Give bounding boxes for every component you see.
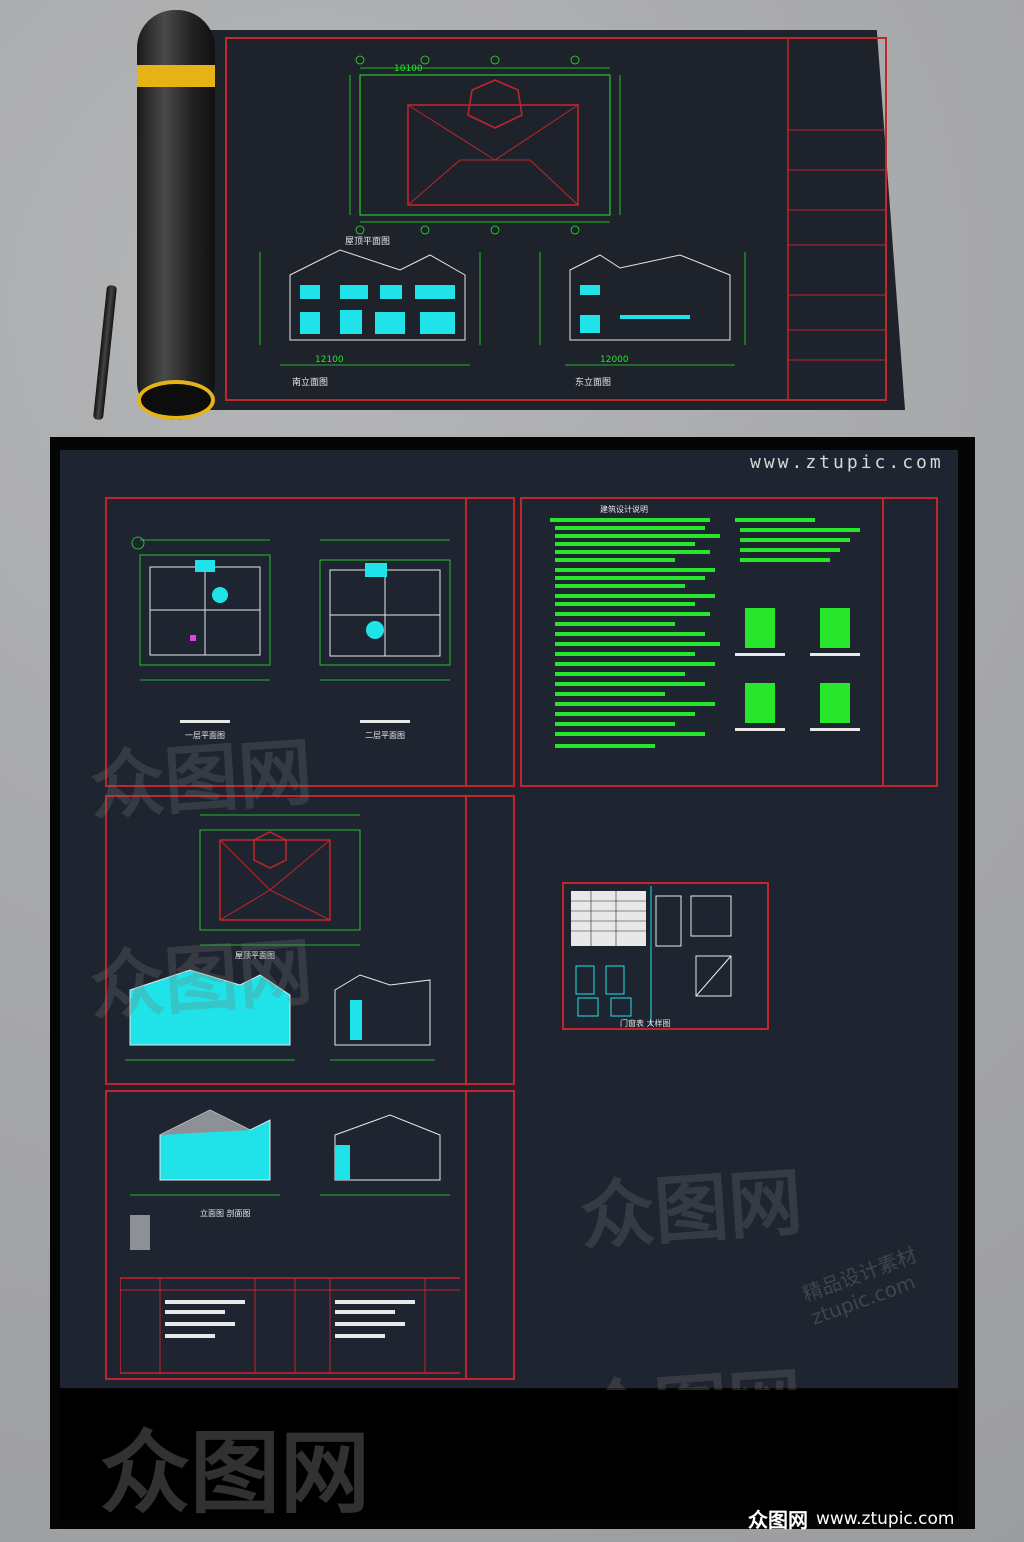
notes-title: 建筑设计说明 — [600, 505, 648, 514]
detail-label: 门窗表 大样图 — [620, 1019, 671, 1028]
drawing-set-canvas — [60, 450, 958, 1388]
roll-dims-bottom-left-total: 12100 — [315, 355, 344, 365]
rolled-drawing-content — [225, 37, 887, 401]
sheet-frame — [225, 37, 887, 401]
sheet-elev-title-block — [465, 1090, 515, 1380]
detail-drawing — [571, 886, 732, 1026]
sheet-detail — [562, 882, 769, 1030]
roof-plan — [349, 55, 621, 235]
roll-plan-label: 屋顶平面图 — [345, 237, 391, 247]
east-elevation — [539, 252, 746, 366]
watermark-1: 众图网 — [87, 729, 316, 831]
sheet-notes-title-block — [882, 497, 938, 787]
elevations-section-drawing — [120, 1109, 460, 1374]
roll-elev-left-label: 南立面图 — [292, 378, 329, 388]
watermark-3: 众图网 — [577, 1159, 806, 1261]
sheet-notes — [520, 497, 938, 787]
brand-footer: 众图网 www.ztupic.com — [748, 1504, 955, 1533]
sheet-roof-elevations — [105, 795, 515, 1085]
brand-logo: 众图网 — [748, 1508, 808, 1532]
floor-plan-1-label: 一层平面图 — [185, 731, 225, 740]
panel-site-url: www.ztupic.com — [750, 452, 944, 473]
roll-elev-right-label: 东立面图 — [575, 378, 612, 388]
roll-dims-total: 10100 — [394, 64, 423, 74]
roof-elevations-drawing — [125, 814, 435, 1061]
south-elevation — [259, 249, 481, 366]
roll-end-cap — [137, 380, 215, 420]
elevations-section-label: 立面图 剖面图 — [200, 1209, 251, 1218]
notes-text-lines — [550, 518, 860, 748]
sheet-floor-plans-title-block — [465, 497, 515, 787]
roll-band-top — [137, 65, 215, 87]
sheet-floor-plans — [105, 497, 515, 787]
sheet-roof-title-block — [465, 795, 515, 1085]
floor-plan-2-label: 二层平面图 — [365, 731, 405, 740]
roll-dims-bottom-right-total: 12000 — [600, 355, 629, 365]
brand-url[interactable]: www.ztupic.com — [816, 1508, 955, 1529]
watermark-large: 众图网 — [100, 1421, 370, 1526]
panel-bottom-strip — [60, 1390, 958, 1520]
watermark-2: 众图网 — [87, 929, 316, 1031]
title-block-rows — [788, 129, 886, 361]
roof-plan-label: 屋顶平面图 — [235, 951, 275, 960]
title-block — [787, 37, 887, 401]
sheet-elevations-section — [105, 1090, 515, 1380]
floor-plans-drawing — [131, 536, 451, 723]
